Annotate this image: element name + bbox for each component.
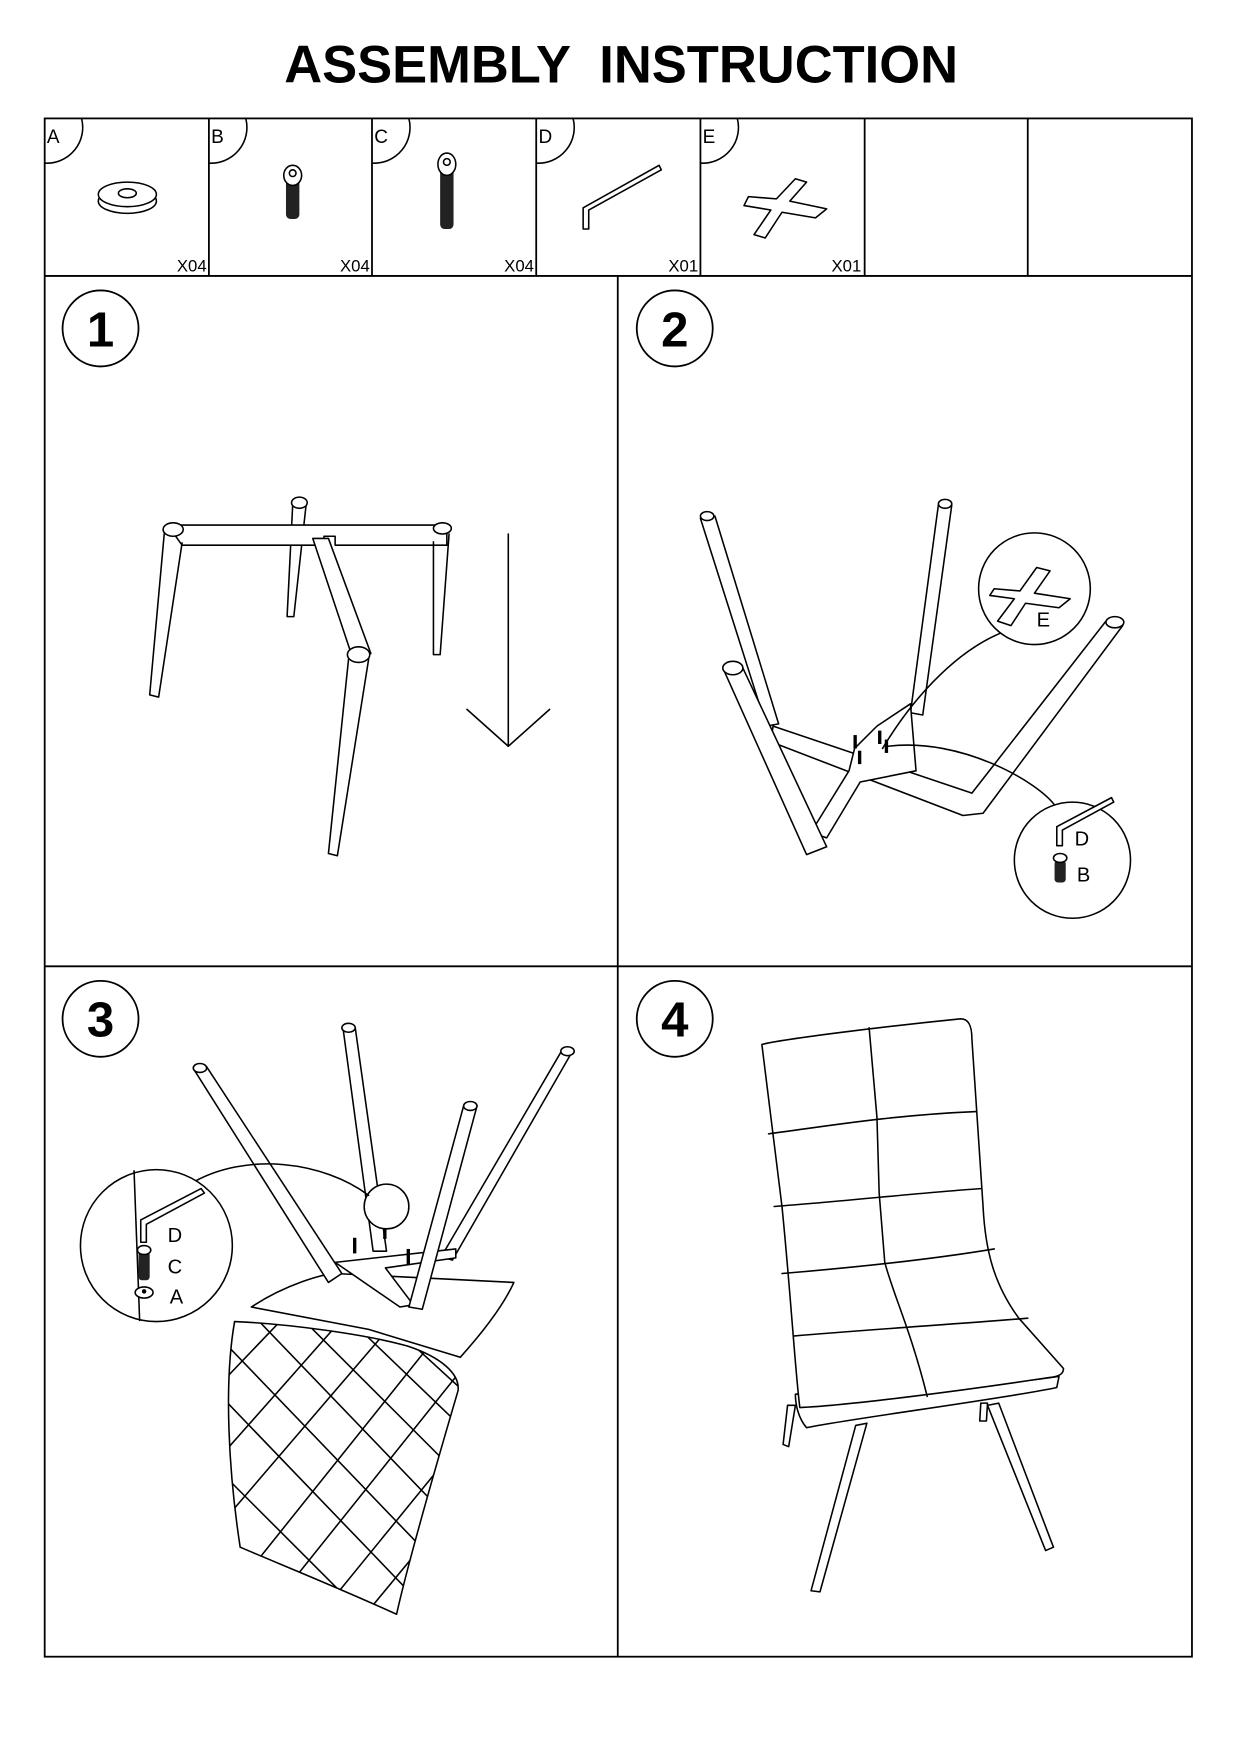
svg-text:D: D (1075, 829, 1090, 851)
page-title: ASSEMBLY INSTRUCTION (284, 36, 958, 95)
svg-text:2: 2 (661, 303, 688, 357)
part-c: C X04 (371, 117, 534, 275)
svg-text:A: A (170, 1287, 184, 1309)
svg-text:X04: X04 (177, 256, 207, 275)
step-1-illustration (148, 496, 551, 857)
svg-text:C: C (168, 1257, 183, 1279)
step-3-illustration: D C A (79, 1022, 575, 1616)
step-2-number: 2 (635, 289, 714, 368)
svg-text:B: B (211, 127, 224, 148)
step-4-number: 4 (635, 979, 714, 1058)
svg-text:1: 1 (87, 303, 114, 357)
svg-text:E: E (703, 127, 716, 148)
svg-text:X01: X01 (668, 256, 698, 275)
arrow-down-icon (466, 533, 551, 748)
svg-text:E: E (1037, 610, 1050, 632)
svg-text:D: D (538, 127, 552, 148)
svg-text:4: 4 (661, 994, 689, 1048)
part-a: A X04 (43, 117, 207, 275)
quilted-seams (767, 1026, 1029, 1398)
grid-frame (43, 117, 1193, 1658)
svg-text:X04: X04 (340, 256, 370, 275)
svg-text:X01: X01 (831, 256, 861, 275)
detail-circle (363, 1183, 410, 1230)
step-4-illustration (761, 1018, 1065, 1593)
callout-circle-dca (79, 1168, 234, 1323)
svg-text:D: D (168, 1225, 183, 1247)
step-2-illustration: E D B (699, 498, 1132, 920)
svg-text:C: C (374, 127, 388, 148)
svg-text:3: 3 (87, 994, 114, 1048)
quilted-pattern (228, 1321, 459, 1615)
part-e: E X01 (699, 117, 861, 275)
svg-text:A: A (47, 127, 60, 148)
step-1-number: 1 (61, 289, 140, 368)
svg-text:B: B (1077, 864, 1090, 886)
svg-text:X04: X04 (504, 256, 534, 275)
callout-circle-db (1013, 801, 1132, 920)
part-b: B X04 (208, 117, 370, 275)
step-3-number: 3 (61, 979, 140, 1058)
part-d: D X01 (535, 117, 698, 275)
